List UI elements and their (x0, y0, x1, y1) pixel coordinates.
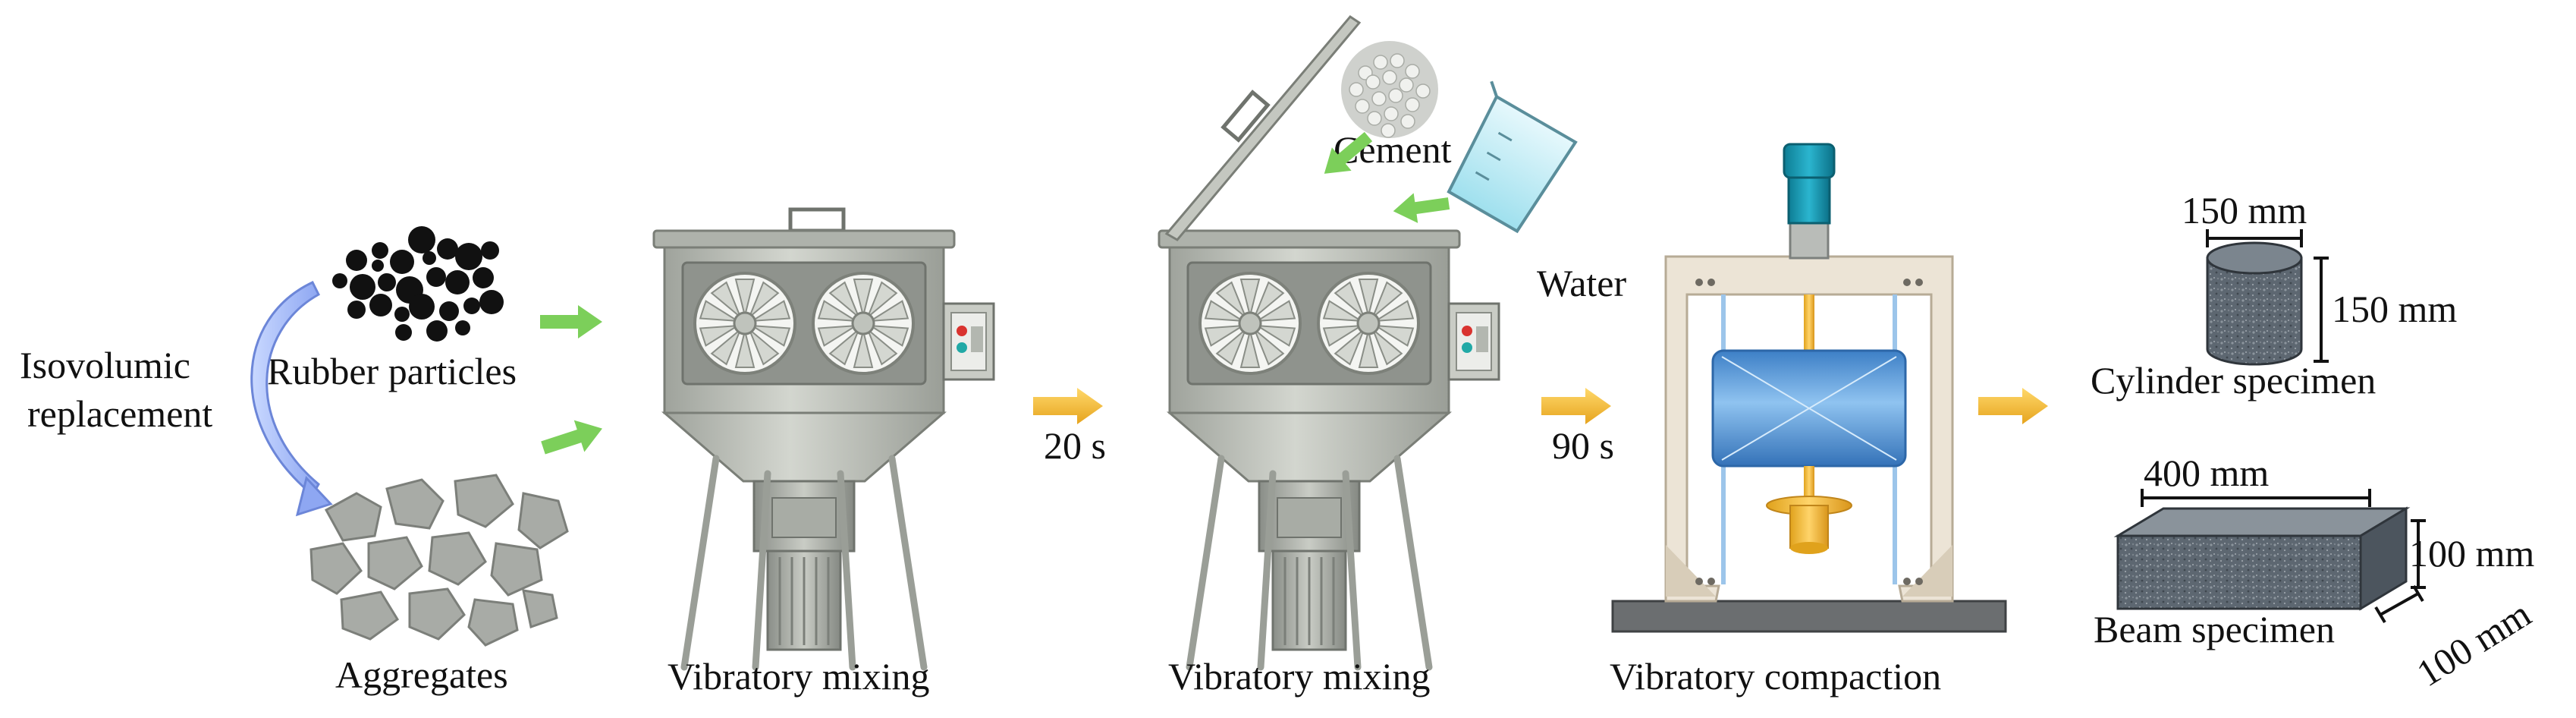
mixing-2-label: Vibratory mixing (1168, 655, 1431, 698)
flow-arrow-1 (1033, 388, 1103, 424)
feed-arrow-cement (1324, 131, 1373, 174)
mixer-2 (1159, 231, 1499, 667)
water-label: Water (1537, 262, 1626, 304)
mixer-2-lid (1164, 15, 1362, 241)
mixing-1-label: Vibratory mixing (668, 655, 930, 698)
feed-arrow-aggregates (538, 412, 608, 464)
flow-arrow-3 (1978, 388, 2048, 424)
mixer-1 (654, 207, 994, 667)
beam-width-label: 100 mm (2409, 592, 2538, 694)
time-2-label: 90 s (1552, 424, 1614, 467)
replacement-arrow (250, 281, 333, 517)
feed-arrow-water (1393, 193, 1450, 223)
cylinder-height-label: 150 mm (2332, 288, 2457, 330)
cement-graphic (1341, 41, 1438, 138)
beam-length-label: 400 mm (2144, 452, 2269, 494)
vibratory-compactor (1611, 143, 2007, 633)
cylinder-specimen-label: Cylinder specimen (2091, 359, 2376, 402)
rubber-particles-label: Rubber particles (267, 350, 517, 392)
water-beaker (1447, 80, 1578, 234)
beam-specimen (2113, 489, 2426, 624)
cylinder-specimen (2206, 229, 2329, 366)
replacement-label: replacement (27, 392, 212, 435)
time-1-label: 20 s (1044, 424, 1106, 467)
flow-arrow-2 (1541, 388, 1611, 424)
compaction-label: Vibratory compaction (1610, 655, 1941, 698)
aggregates-label: Aggregates (335, 653, 508, 696)
beam-specimen-label: Beam specimen (2094, 608, 2335, 650)
aggregates-graphic (309, 474, 569, 647)
beam-height-label: 100 mm (2409, 532, 2534, 575)
feed-arrow-rubber (540, 305, 602, 339)
isovolumic-label: Isovolumic (20, 344, 190, 386)
cylinder-diameter-label: 150 mm (2182, 189, 2307, 231)
rubber-particles-graphic (332, 226, 504, 342)
